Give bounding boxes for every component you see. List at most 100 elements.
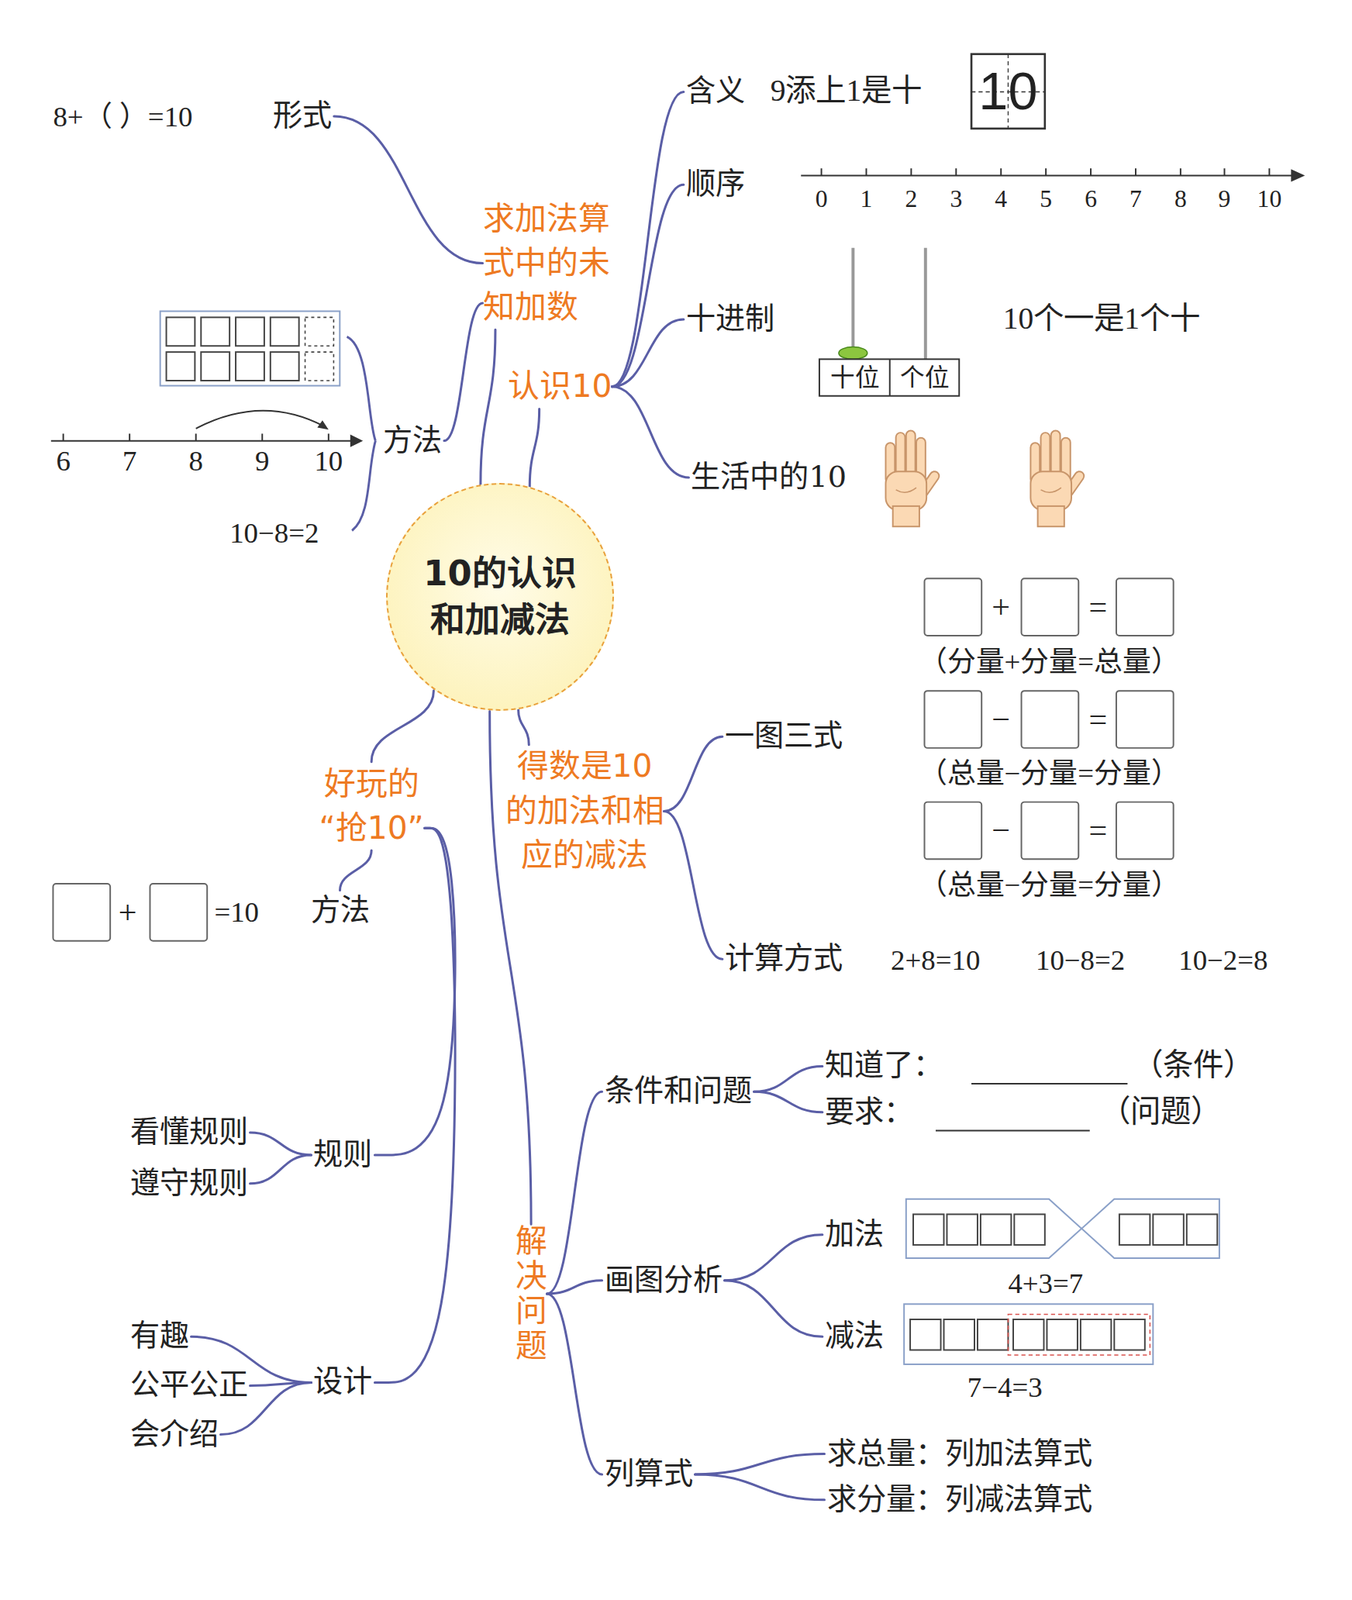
number-line <box>1089 168 1092 176</box>
branch-line <box>371 690 434 763</box>
topic-text: 设计 <box>313 1363 373 1403</box>
addition-diagram <box>906 1199 1220 1259</box>
note-text: （总量−分量=分量） <box>918 756 1181 791</box>
sub-topic: 列算式 <box>602 1453 696 1496</box>
addition-diagram <box>1014 1214 1045 1245</box>
answer-box <box>1116 802 1174 860</box>
branch-line <box>664 810 723 959</box>
abacus <box>889 358 891 396</box>
note-text: （问题） <box>1100 1093 1221 1131</box>
abacus <box>838 347 868 360</box>
number-line <box>955 168 957 176</box>
sub-topic: 规则 <box>310 1134 375 1177</box>
branch-line <box>664 736 723 811</box>
topic-title: 10的认识 和加减法 <box>406 550 594 645</box>
number-line <box>195 433 197 441</box>
symbol-text: − <box>991 810 1011 851</box>
symbol-text: = <box>1088 700 1108 740</box>
branch-line <box>250 1132 312 1156</box>
branch-topic: 得数是10的加法和相应的减法 <box>505 744 665 878</box>
sub-topic: 方法 <box>308 890 373 933</box>
number-line <box>128 433 131 441</box>
symbol-text: + <box>118 892 138 932</box>
branch-line <box>695 1454 825 1475</box>
number-line <box>1000 168 1002 176</box>
bracket <box>347 336 376 531</box>
answer-box <box>924 690 983 749</box>
topic-text: 列算式 <box>604 1455 694 1494</box>
answer-box <box>149 883 207 942</box>
topic-text: 遵守规则 <box>130 1164 249 1204</box>
topic-text: 公平公正 <box>130 1366 249 1406</box>
symbol-text: 6 <box>55 444 70 479</box>
topic-text: 加法 <box>824 1215 884 1255</box>
note-text: 10−8=2 <box>229 516 319 551</box>
bracket <box>351 441 376 532</box>
topic-text: 形式 <box>272 96 332 136</box>
ten-frame <box>305 317 335 346</box>
central-topic: 10的认识 和加减法 <box>386 482 615 712</box>
sub-topic: 方法 <box>380 420 445 463</box>
subtraction-diagram <box>1007 1314 1150 1356</box>
sub-topic: 看懂规则 <box>127 1111 251 1154</box>
branch-topic: 好玩的“抢10” <box>318 762 425 851</box>
topic-text: 顺序 <box>686 165 745 204</box>
branch-line <box>754 1091 823 1112</box>
number-line <box>1134 168 1137 176</box>
ten-frame <box>235 317 265 346</box>
sub-topic: 求分量：列减法算式 <box>824 1479 1095 1521</box>
symbol-text: 9 <box>1218 184 1232 214</box>
subtraction-diagram <box>1013 1319 1044 1350</box>
branch-line <box>611 184 683 387</box>
ten-frame <box>235 351 265 381</box>
sub-topic: 减法 <box>822 1315 887 1358</box>
topic-text: 认识10 <box>507 364 612 409</box>
branch-topic: 求加法算式中的未知加数 <box>482 196 611 330</box>
branch-line <box>546 1280 602 1294</box>
note-text: （总量−分量=分量） <box>918 868 1181 903</box>
symbol-text: 个位 <box>900 363 950 394</box>
addition-diagram <box>1186 1214 1218 1245</box>
sub-topic: 公平公正 <box>127 1365 251 1408</box>
ten-frame <box>166 317 196 346</box>
sub-topic: 一图三式 <box>722 716 845 759</box>
blank-line <box>935 1083 1128 1132</box>
subtraction-diagram <box>903 1303 1153 1365</box>
number-line <box>865 168 867 176</box>
sub-topic: 设计 <box>310 1362 375 1404</box>
number-line <box>910 168 912 176</box>
answer-box <box>1116 578 1174 636</box>
ten-frame <box>160 310 341 386</box>
hand-icons <box>1030 430 1086 527</box>
addition-diagram <box>913 1214 1218 1245</box>
sub-topic: 有趣 <box>127 1315 192 1358</box>
branch-line <box>489 710 532 1225</box>
answer-box <box>1021 802 1080 860</box>
sub-topic: 形式 <box>270 95 335 138</box>
subtraction-diagram <box>944 1319 975 1350</box>
abacus <box>819 358 959 396</box>
number-line <box>327 433 330 441</box>
sub-topic: 顺序 <box>683 163 748 206</box>
number-line <box>51 410 362 446</box>
topic-text: 得数是10的加法和相应的减法 <box>505 744 665 878</box>
symbol-text: = <box>1088 810 1108 851</box>
branch-line <box>250 1155 312 1184</box>
number-line <box>51 440 354 442</box>
sub-topic: 条件和问题 <box>602 1071 755 1114</box>
topic-text: 求加法算式中的未知加数 <box>482 196 611 330</box>
number-line <box>820 168 823 176</box>
number-line <box>1045 168 1047 176</box>
branch-topic: 认识10 <box>507 364 612 409</box>
topic-text: 看懂规则 <box>130 1113 249 1152</box>
note-text: 2+8=10 <box>890 942 980 977</box>
answer-box <box>52 883 111 942</box>
topic-text: 方法 <box>382 421 442 461</box>
sub-topic: 求总量：列加法算式 <box>824 1433 1095 1476</box>
note-text: 9添上1是十 <box>770 73 922 111</box>
branch-line <box>340 850 373 891</box>
abacus <box>819 248 959 397</box>
